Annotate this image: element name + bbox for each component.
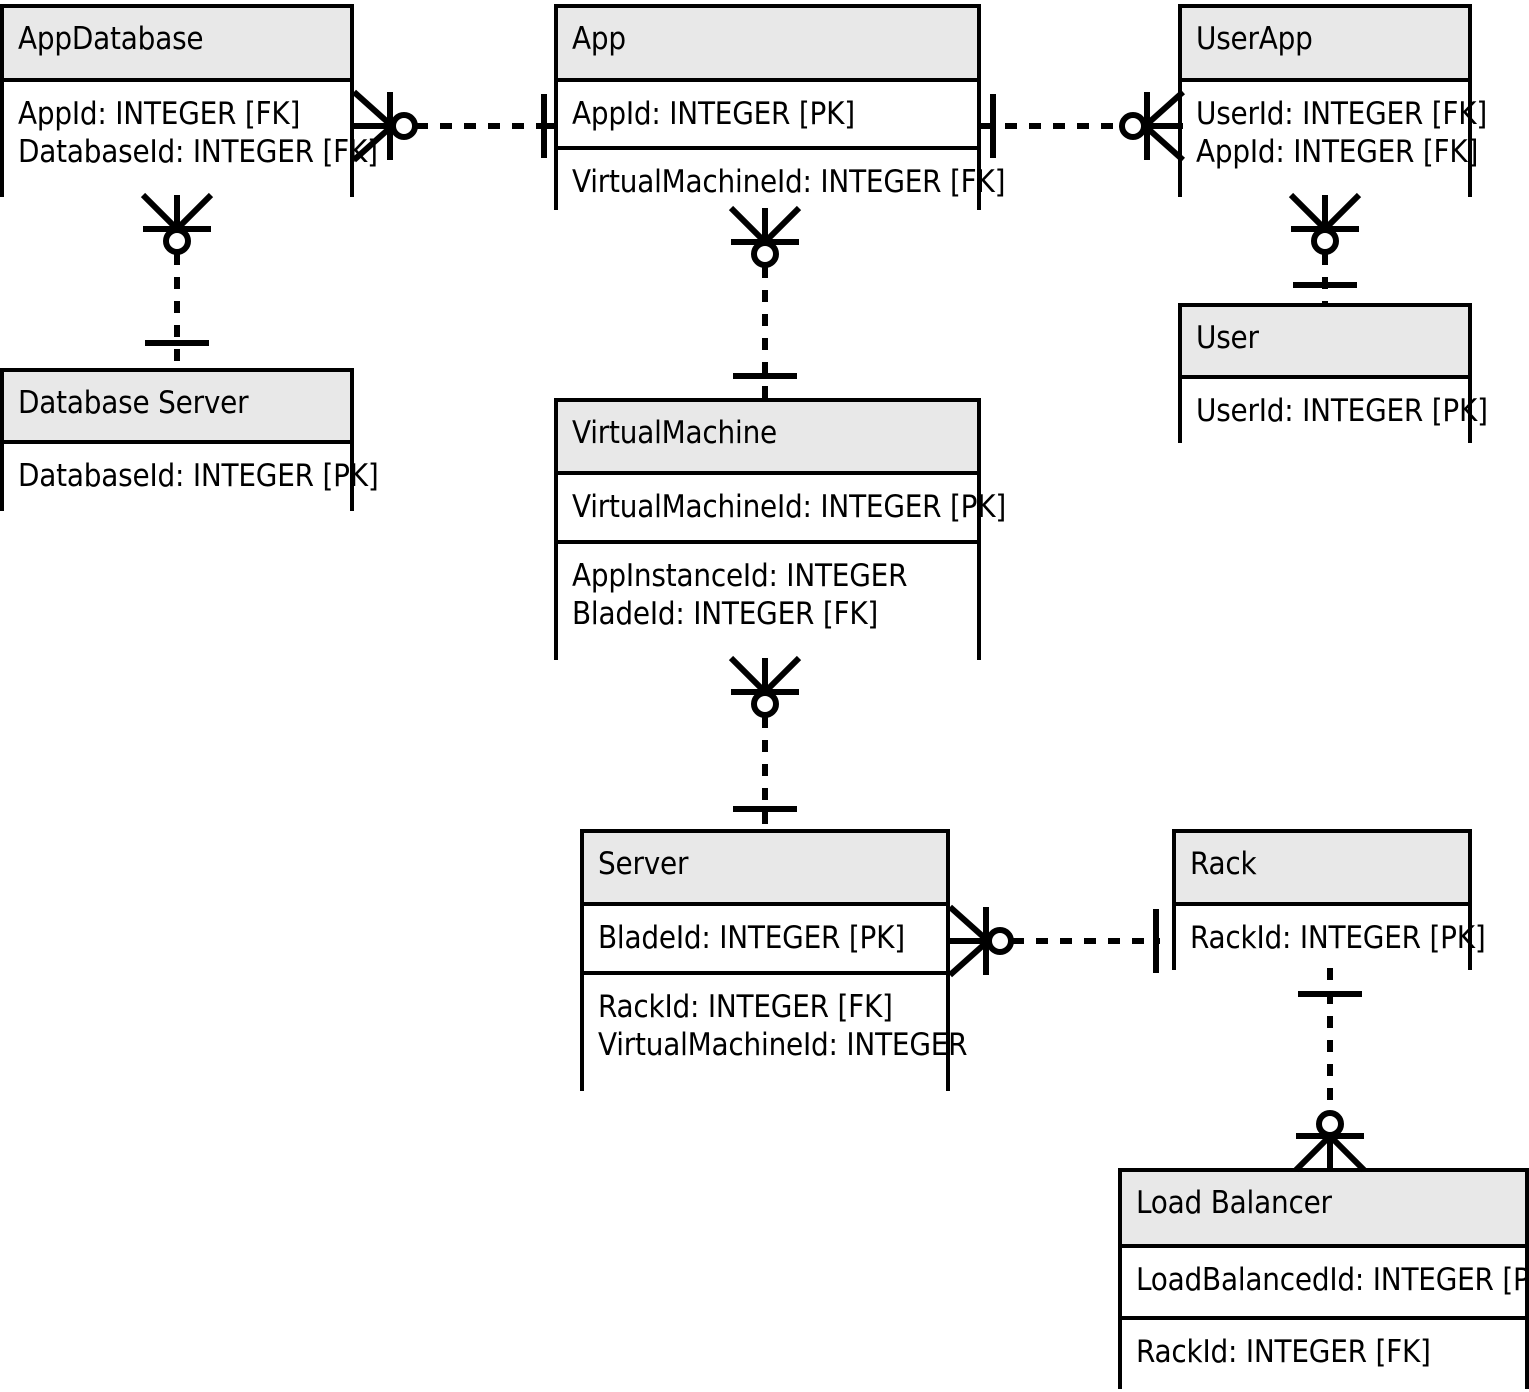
attribute: AppInstanceId: INTEGER bbox=[572, 558, 908, 594]
attribute: LoadBalancedId: INTEGER [PK] bbox=[1136, 1262, 1529, 1298]
entity-loadbalancer[interactable]: Load Balancer LoadBalancedId: INTEGER [P… bbox=[1118, 1168, 1529, 1389]
entity-attributes: RackId: INTEGER [FK] bbox=[1122, 1316, 1525, 1389]
optional-circle-icon bbox=[751, 690, 779, 718]
entity-app[interactable]: App AppId: INTEGER [PK] VirtualMachineId… bbox=[554, 4, 1005, 214]
entity-user[interactable]: User UserId: INTEGER [PK] bbox=[1178, 303, 1488, 443]
entity-attributes: RackId: INTEGER [FK] VirtualMachineId: I… bbox=[584, 971, 968, 1095]
entity-attributes: VirtualMachineId: INTEGER [FK] bbox=[558, 146, 1006, 214]
entity-title: User bbox=[1182, 307, 1468, 375]
optional-circle-icon bbox=[1119, 112, 1147, 140]
optional-circle-icon bbox=[1316, 1110, 1344, 1138]
attribute: UserId: INTEGER [PK] bbox=[1196, 393, 1488, 429]
attribute: AppId: INTEGER [FK] bbox=[18, 96, 301, 132]
entity-title: Load Balancer bbox=[1122, 1172, 1525, 1244]
attribute: RackId: INTEGER [PK] bbox=[1190, 920, 1486, 956]
relationship-appdatabase-app bbox=[351, 76, 562, 180]
entity-title: Database Server bbox=[4, 372, 350, 440]
relationship-userapp-user bbox=[1273, 192, 1377, 307]
entity-server[interactable]: Server BladeId: INTEGER [PK] RackId: INT… bbox=[580, 829, 968, 1095]
entity-title: App bbox=[558, 8, 977, 78]
cardinality-zero-or-many-icon bbox=[1293, 1133, 1367, 1173]
entity-userapp[interactable]: UserApp UserId: INTEGER [FK] AppId: INTE… bbox=[1178, 4, 1488, 197]
attribute: DatabaseId: INTEGER [PK] bbox=[18, 458, 379, 494]
optional-circle-icon bbox=[986, 927, 1014, 955]
entity-appdatabase[interactable]: AppDatabase AppId: INTEGER [FK] Database… bbox=[0, 4, 378, 197]
cardinality-zero-or-many-icon bbox=[947, 904, 991, 978]
cardinality-zero-or-many-icon bbox=[140, 192, 214, 232]
entity-rack[interactable]: Rack RackId: INTEGER [PK] bbox=[1172, 829, 1486, 970]
entity-title: Rack bbox=[1176, 833, 1468, 902]
entity-attributes: UserId: INTEGER [PK] bbox=[1182, 375, 1488, 443]
entity-title: Server bbox=[584, 833, 946, 902]
entity-title: UserApp bbox=[1182, 8, 1468, 78]
attribute: BladeId: INTEGER [PK] bbox=[598, 920, 905, 956]
entity-attributes: AppId: INTEGER [FK] DatabaseId: INTEGER … bbox=[4, 78, 378, 197]
attribute: DatabaseId: INTEGER [FK] bbox=[18, 133, 378, 170]
optional-circle-icon bbox=[751, 240, 779, 268]
optional-circle-icon bbox=[1311, 227, 1339, 255]
optional-circle-icon bbox=[163, 227, 191, 255]
attribute: BladeId: INTEGER [FK] bbox=[572, 595, 879, 632]
entity-attributes: AppId: INTEGER [PK] bbox=[558, 78, 977, 146]
entity-title: VirtualMachine bbox=[558, 402, 977, 471]
relationship-app-virtualmachine bbox=[713, 205, 817, 402]
optional-circle-icon bbox=[390, 112, 418, 140]
attribute: AppId: INTEGER [PK] bbox=[572, 96, 855, 132]
entity-attributes: UserId: INTEGER [FK] AppId: INTEGER [FK] bbox=[1182, 78, 1488, 197]
attribute: VirtualMachineId: INTEGER [PK] bbox=[572, 489, 1007, 525]
relationship-app-userapp bbox=[975, 76, 1186, 180]
attribute: UserId: INTEGER [FK] bbox=[1196, 96, 1488, 132]
relationship-server-rack bbox=[947, 891, 1178, 995]
entity-attributes: LoadBalancedId: INTEGER [PK] bbox=[1122, 1244, 1529, 1316]
cardinality-zero-or-many-icon bbox=[1288, 192, 1362, 232]
entity-attributes: RackId: INTEGER [PK] bbox=[1176, 902, 1486, 970]
relationship-virtualmachine-server bbox=[713, 655, 817, 836]
attribute: VirtualMachineId: INTEGER [FK] bbox=[572, 164, 1006, 200]
attribute: AppId: INTEGER [FK] bbox=[1196, 133, 1479, 170]
entity-attributes: VirtualMachineId: INTEGER [PK] bbox=[558, 471, 1007, 540]
attribute: RackId: INTEGER [FK] bbox=[1136, 1334, 1431, 1370]
relationship-appdatabase-databaseserver bbox=[125, 192, 229, 373]
entity-databaseserver[interactable]: Database Server DatabaseId: INTEGER [PK] bbox=[0, 368, 379, 511]
attribute: RackId: INTEGER [FK] bbox=[598, 989, 893, 1025]
relationship-rack-loadbalancer bbox=[1278, 966, 1382, 1173]
attribute: VirtualMachineId: INTEGER bbox=[598, 1026, 968, 1063]
entity-attributes: BladeId: INTEGER [PK] bbox=[584, 902, 946, 971]
entity-virtualmachine[interactable]: VirtualMachine VirtualMachineId: INTEGER… bbox=[554, 398, 1007, 664]
entity-title: AppDatabase bbox=[4, 8, 350, 78]
entity-attributes: DatabaseId: INTEGER [PK] bbox=[4, 440, 379, 511]
entity-attributes: AppInstanceId: INTEGER BladeId: INTEGER … bbox=[558, 540, 977, 664]
